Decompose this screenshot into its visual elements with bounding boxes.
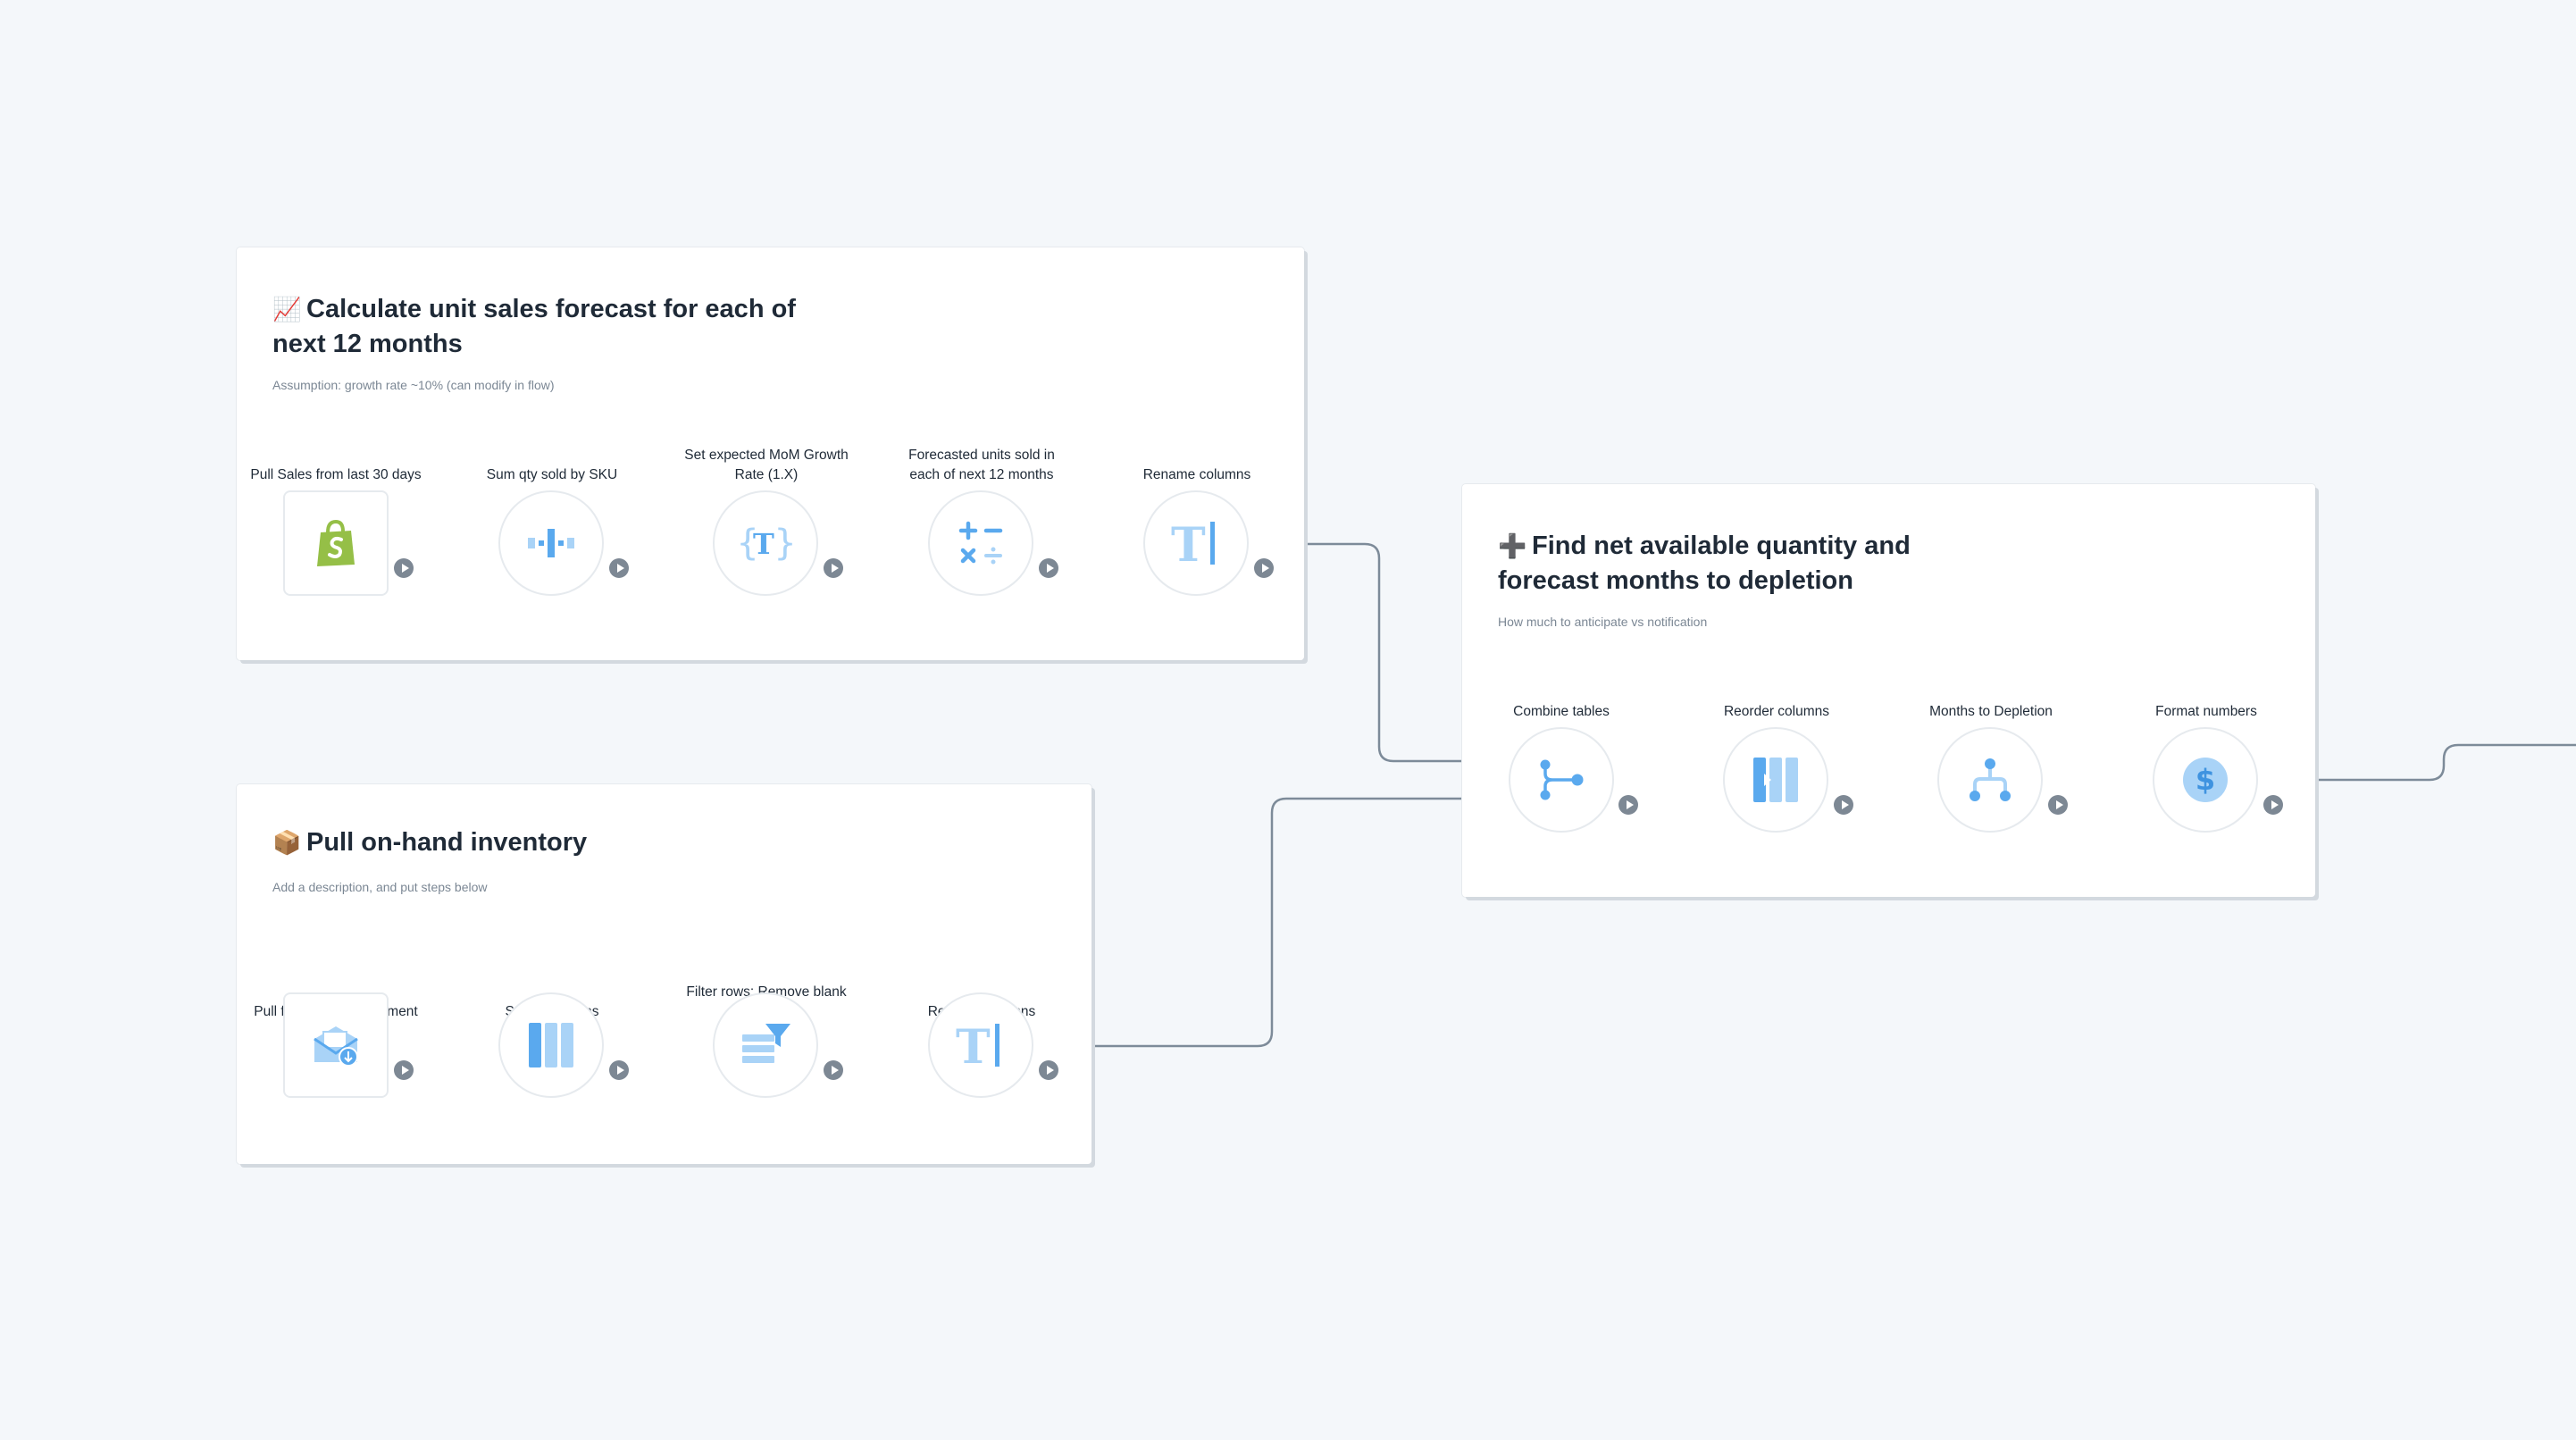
step-node-email[interactable] bbox=[283, 992, 389, 1098]
step-node-reorder[interactable] bbox=[1723, 727, 1828, 833]
svg-text:T: T bbox=[956, 1020, 991, 1070]
step-node-rename[interactable]: T bbox=[1143, 490, 1249, 596]
card-inventory: 📦Pull on-hand inventory Add a descriptio… bbox=[237, 784, 1091, 1164]
step-node-months[interactable] bbox=[1937, 727, 2043, 833]
step-node-rename[interactable]: T bbox=[928, 992, 1033, 1098]
step-node-sum[interactable] bbox=[498, 490, 604, 596]
step-node-select-columns[interactable] bbox=[498, 992, 604, 1098]
run-step-button[interactable] bbox=[609, 558, 629, 578]
step-label: Combine tables bbox=[1513, 704, 1610, 719]
aggregate-icon bbox=[528, 529, 574, 557]
card-title: 📈Calculate unit sales forecast for each … bbox=[272, 292, 808, 362]
run-step-button[interactable] bbox=[1834, 795, 1853, 815]
card-title: ➕Find net available quantity and forecas… bbox=[1498, 529, 1998, 599]
reorder-columns-icon bbox=[1753, 758, 1798, 802]
run-step-button[interactable] bbox=[609, 1060, 629, 1080]
step-node-combine[interactable] bbox=[1509, 727, 1614, 833]
step-label: Sum qty sold by SKU bbox=[486, 467, 618, 482]
chart-emoji-icon: 📈 bbox=[272, 296, 302, 322]
box-emoji-icon: 📦 bbox=[272, 829, 302, 856]
card-description: Add a description, and put steps below bbox=[272, 880, 488, 894]
rename-text-icon: T bbox=[956, 1020, 999, 1070]
step-node-filter[interactable] bbox=[713, 992, 818, 1098]
step-node-shopify[interactable] bbox=[283, 490, 389, 596]
variable-icon: { T } bbox=[737, 523, 794, 564]
svg-text:{: { bbox=[737, 523, 758, 564]
card-description: Assumption: growth rate ~10% (can modify… bbox=[272, 378, 555, 392]
run-step-button[interactable] bbox=[1039, 558, 1058, 578]
card-title: 📦Pull on-hand inventory bbox=[272, 825, 898, 860]
run-step-button[interactable] bbox=[394, 558, 414, 578]
step-node-variable[interactable]: { T } bbox=[713, 490, 818, 596]
step-label: Set expected MoM Growth Rate (1.X) bbox=[684, 448, 849, 482]
hierarchy-icon bbox=[1970, 758, 2011, 801]
calculator-icon bbox=[958, 521, 1003, 565]
svg-text:}: } bbox=[774, 523, 794, 564]
rename-text-icon: T bbox=[1171, 518, 1215, 568]
connector-inventory-to-combine bbox=[1035, 793, 1506, 1048]
run-step-button[interactable] bbox=[2263, 795, 2283, 815]
run-step-button[interactable] bbox=[1618, 795, 1638, 815]
email-attachment-icon bbox=[314, 1026, 358, 1067]
run-step-button[interactable] bbox=[2048, 795, 2068, 815]
filter-icon bbox=[742, 1024, 790, 1063]
run-step-button[interactable] bbox=[824, 1060, 843, 1080]
step-label: Pull Sales from last 30 days bbox=[250, 467, 422, 482]
run-step-button[interactable] bbox=[824, 558, 843, 578]
step-label: Format numbers bbox=[2155, 704, 2257, 719]
plus-emoji-icon: ➕ bbox=[1498, 532, 1527, 559]
svg-text:T: T bbox=[1171, 518, 1206, 568]
step-label: Reorder columns bbox=[1723, 704, 1830, 719]
card-forecast: 📈Calculate unit sales forecast for each … bbox=[237, 247, 1304, 660]
card-description: How much to anticipate vs notification bbox=[1498, 615, 1708, 629]
svg-text:$: $ bbox=[2195, 763, 2215, 797]
shopify-icon bbox=[317, 519, 355, 566]
card-depletion: ➕Find net available quantity and forecas… bbox=[1462, 484, 2315, 897]
step-label: Rename columns bbox=[1142, 467, 1251, 482]
run-step-button[interactable] bbox=[1039, 1060, 1058, 1080]
step-label: Months to Depletion bbox=[1929, 704, 2053, 719]
run-step-button[interactable] bbox=[1254, 558, 1274, 578]
step-label: Forecasted units sold in each of next 12… bbox=[908, 448, 1055, 482]
step-node-format[interactable]: $ bbox=[2153, 727, 2258, 833]
columns-icon bbox=[529, 1023, 573, 1067]
dollar-icon: $ bbox=[2183, 758, 2228, 802]
step-node-calculate[interactable] bbox=[928, 490, 1033, 596]
svg-text:T: T bbox=[753, 527, 774, 561]
run-step-button[interactable] bbox=[394, 1060, 414, 1080]
merge-icon bbox=[1540, 759, 1584, 800]
